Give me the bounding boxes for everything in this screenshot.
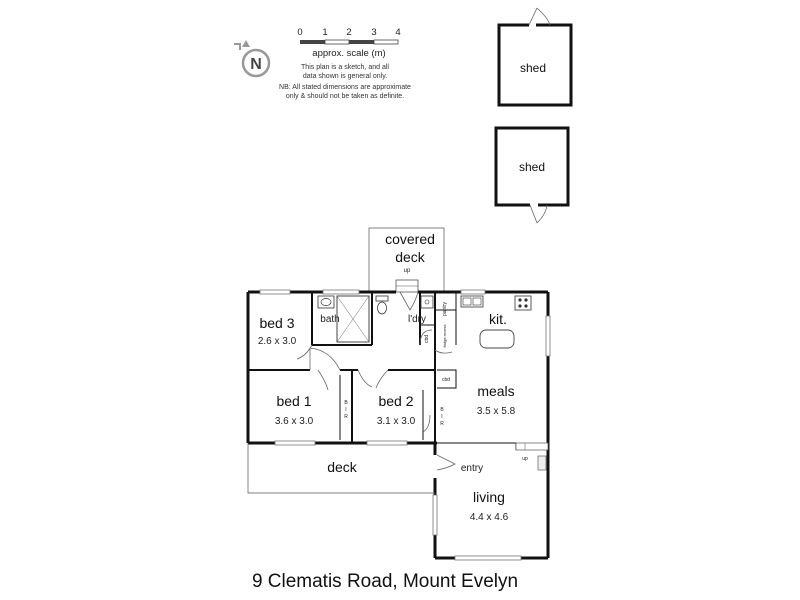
meals-dims: 3.5 x 5.8 [477,406,516,417]
shower-icon [336,295,370,343]
bed1-dims: 3.6 x 3.0 [275,416,314,427]
door-swings [296,291,456,471]
cooktop-icon [514,295,532,311]
bed3-label: bed 3 [259,315,294,331]
laundry-trough-icon [420,295,434,309]
room-labels: bed 3 2.6 x 3.0 bath l'dry pantry fridge… [258,302,528,523]
dimension-disclaimer: NB: All stated dimensions are approximat… [279,84,411,91]
windows [259,289,551,561]
entry-steps [515,442,549,451]
covered-deck-label: deck [395,249,426,265]
sink-icon [460,295,484,308]
bir-letter: B [440,407,444,413]
scale-tick-label: 2 [346,27,351,38]
living-label: living [473,489,505,505]
stairs-up-label: up [404,268,411,274]
cbd-label: cbd [442,377,450,383]
north-compass-icon: N [234,40,271,78]
bed3-dims: 2.6 x 3.0 [258,336,297,347]
scale-note: data shown is general only. [303,73,387,80]
toilet-icon [375,295,389,315]
scale-tick-label: 4 [395,27,400,38]
bir-letter: R [344,414,348,420]
kitchen-label: kit. [489,311,507,327]
compass-label: N [250,56,262,73]
bir-letter: I [345,407,346,413]
bed2-dims: 3.1 x 3.0 [377,416,416,427]
scale-note: This plan is a sketch, and all [301,64,389,71]
cbd-label: cbd [424,335,430,343]
scale-tick-label: 1 [322,27,327,38]
scale-tick-label: 3 [371,27,376,38]
shed-1: shed [497,7,573,107]
deck-label: deck [327,459,358,475]
bed2-label: bed 2 [378,393,413,409]
kitchen-island [479,329,515,349]
living-dims: 4.4 x 4.6 [470,512,509,523]
pantry-label: pantry [442,302,448,316]
bir-letter: R [440,421,444,427]
bir-letter: B [344,400,348,406]
fridge-recess-label: fridge recess [442,325,447,348]
stairs-up-label: up [522,456,528,462]
basin-icon [317,295,335,309]
entry-label: entry [461,463,483,474]
covered-deck: covered deck up [368,227,445,293]
ldry-label: l'dry [408,314,426,325]
scale-label: approx. scale (m) [312,48,385,59]
shed-label: shed [520,61,546,75]
scale-bar: 0 1 2 3 4 approx. scale (m) This plan is… [279,27,411,100]
bed1-label: bed 1 [276,393,311,409]
property-address: 9 Clematis Road, Mount Evelyn [252,571,518,592]
dimension-disclaimer: only & should not be taken as definite. [286,93,404,100]
covered-deck-label: covered [385,231,435,247]
heater-icon [537,455,547,471]
bir-letter: I [441,414,442,420]
fixtures [247,295,549,494]
bath-label: bath [320,314,339,325]
meals-label: meals [477,383,514,399]
scale-tick-label: 0 [297,27,302,38]
shed-label: shed [519,160,545,174]
shed-2: shed [494,126,570,224]
